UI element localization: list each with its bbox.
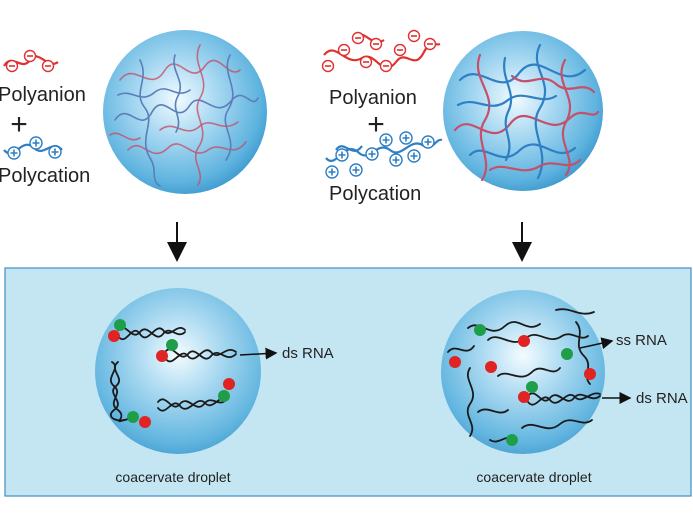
red-bead xyxy=(518,335,530,347)
ds-rna-helix xyxy=(109,361,131,423)
left-polycation-label: Polycation xyxy=(0,165,90,187)
minus-charge-icon xyxy=(337,43,351,57)
minus-charge-icon xyxy=(379,59,393,73)
right-polycation-chain xyxy=(325,131,443,179)
plus-charge-icon xyxy=(7,146,21,160)
green-bead xyxy=(114,319,126,331)
red-bead xyxy=(223,378,235,390)
red-bead xyxy=(518,391,530,403)
minus-charge-icon xyxy=(359,55,373,69)
minus-charge-icon xyxy=(423,37,437,51)
green-bead xyxy=(561,348,573,360)
right-polyanion-label: Polyanion xyxy=(329,87,417,109)
green-bead xyxy=(127,411,139,423)
minus-charge-icon xyxy=(41,59,55,73)
ds-rna-helix xyxy=(164,348,237,363)
plus-charge-icon xyxy=(421,135,435,149)
right-ds-rna-label: ds RNA xyxy=(636,390,688,407)
plus-charge-icon xyxy=(379,133,393,147)
ds-rna-helix xyxy=(157,397,227,412)
left-polyanion-label: Polyanion xyxy=(0,84,86,106)
green-bead xyxy=(526,381,538,393)
right-coacervate-droplet xyxy=(441,290,605,454)
green-bead xyxy=(474,324,486,336)
ds-rna-helix xyxy=(117,326,186,340)
green-bead xyxy=(166,339,178,351)
plus-charge-icon xyxy=(407,149,421,163)
minus-charge-icon xyxy=(5,59,19,73)
left-plus-sign: + xyxy=(10,108,28,141)
plus-charge-icon xyxy=(335,148,349,162)
minus-charge-icon xyxy=(351,31,365,45)
ds-rna-helix xyxy=(527,392,601,406)
right-arrow-icon xyxy=(579,337,614,350)
left-polyanion-chain xyxy=(3,49,59,73)
minus-charge-icon xyxy=(393,43,407,57)
right-arrow-icon xyxy=(239,347,278,360)
right-polyelectrolyte-droplet xyxy=(443,31,603,191)
red-bead xyxy=(449,356,461,368)
red-bead xyxy=(108,330,120,342)
minus-charge-icon xyxy=(407,29,421,43)
right-plus-sign: + xyxy=(367,108,385,141)
left-coacervate-droplet xyxy=(95,288,261,454)
minus-charge-icon xyxy=(369,37,383,51)
plus-charge-icon xyxy=(48,145,62,159)
green-bead xyxy=(506,434,518,446)
red-bead xyxy=(584,368,596,380)
left-polyelectrolyte-droplet xyxy=(103,30,267,194)
left-caption: coacervate droplet xyxy=(115,469,230,485)
plus-charge-icon xyxy=(389,153,403,167)
right-ss-rna-label: ss RNA xyxy=(616,332,667,349)
plus-charge-icon xyxy=(29,136,43,150)
red-bead xyxy=(156,350,168,362)
plus-charge-icon xyxy=(365,147,379,161)
right-polycation-label: Polycation xyxy=(329,183,421,205)
green-bead xyxy=(218,390,230,402)
plus-charge-icon xyxy=(349,163,363,177)
plus-charge-icon xyxy=(399,131,413,145)
red-bead xyxy=(485,361,497,373)
right-caption: coacervate droplet xyxy=(476,469,591,485)
plus-charge-icon xyxy=(325,165,339,179)
left-ds-rna-label: ds RNA xyxy=(282,345,334,362)
red-bead xyxy=(139,416,151,428)
left-polycation-chain xyxy=(3,136,63,160)
right-polyanion-chain xyxy=(321,29,441,73)
minus-charge-icon xyxy=(321,59,335,73)
minus-charge-icon xyxy=(23,49,37,63)
